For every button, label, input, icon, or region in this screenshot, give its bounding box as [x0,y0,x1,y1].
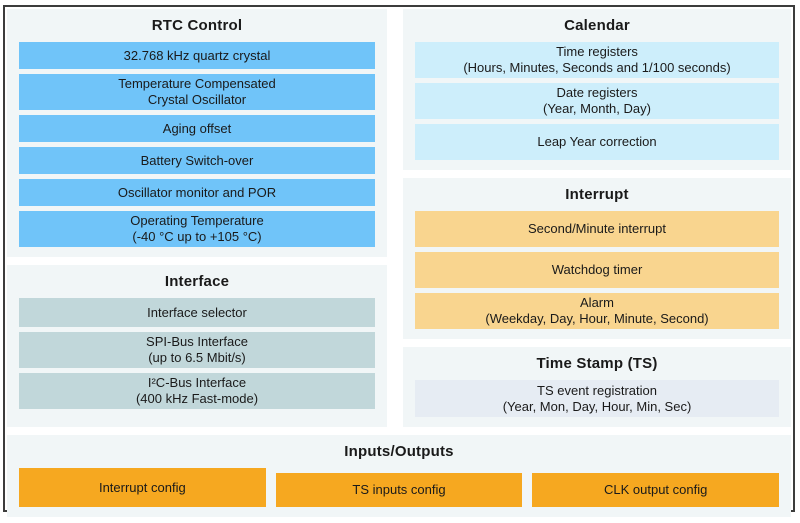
interface-title: Interface [164,273,230,290]
box-aging-offset: Aging offset [19,115,375,142]
panel-rtc-control: RTC Control 32.768 kHz quartz crystal Te… [7,9,387,257]
panel-calendar: Calendar Time registers (Hours, Minutes,… [403,9,791,170]
box-second-minute-interrupt: Second/Minute interrupt [415,211,779,247]
box-watchdog-timer: Watchdog timer [415,252,779,288]
panel-inputs-outputs: Inputs/Outputs Interrupt config TS input… [7,435,791,517]
box-date-registers: Date registers (Year, Month, Day) [415,83,779,119]
diagram-columns: RTC Control 32.768 kHz quartz crystal Te… [7,9,791,427]
panel-time-stamp: Time Stamp (TS) TS event registration (Y… [403,347,791,427]
inputs-outputs-title: Inputs/Outputs [344,443,454,460]
box-time-registers: Time registers (Hours, Minutes, Seconds … [415,42,779,78]
calendar-title: Calendar [564,17,630,34]
box-clk-output-config: CLK output config [532,473,780,507]
rtc-control-title: RTC Control [151,17,243,34]
box-quartz-crystal: 32.768 kHz quartz crystal [19,42,375,69]
time-stamp-title: Time Stamp (TS) [536,355,658,372]
box-tcxo: Temperature Compensated Crystal Oscillat… [19,74,375,110]
box-interrupt-config: Interrupt config [19,468,266,507]
box-ts-event-registration: TS event registration (Year, Mon, Day, H… [415,380,779,417]
panel-interrupt: Interrupt Second/Minute interrupt Watchd… [403,178,791,339]
box-interface-selector: Interface selector [19,298,375,327]
box-i2c-bus: I²C-Bus Interface (400 kHz Fast-mode) [19,373,375,409]
box-ts-inputs-config: TS inputs config [275,473,523,507]
box-battery-switchover: Battery Switch-over [19,147,375,174]
interrupt-title: Interrupt [565,186,629,203]
panel-interface: Interface Interface selector SPI-Bus Int… [7,265,387,427]
right-column: Calendar Time registers (Hours, Minutes,… [403,9,791,427]
io-box-row: Interrupt config TS inputs config CLK ou… [19,468,780,507]
left-column: RTC Control 32.768 kHz quartz crystal Te… [7,9,387,427]
box-alarm: Alarm (Weekday, Day, Hour, Minute, Secon… [415,293,779,329]
box-oscillator-monitor: Oscillator monitor and POR [19,179,375,206]
box-leap-year: Leap Year correction [415,124,779,160]
diagram-frame: RTC Control 32.768 kHz quartz crystal Te… [3,5,795,517]
box-spi-bus: SPI-Bus Interface (up to 6.5 Mbit/s) [19,332,375,368]
box-operating-temperature: Operating Temperature (-40 °C up to +105… [19,211,375,247]
